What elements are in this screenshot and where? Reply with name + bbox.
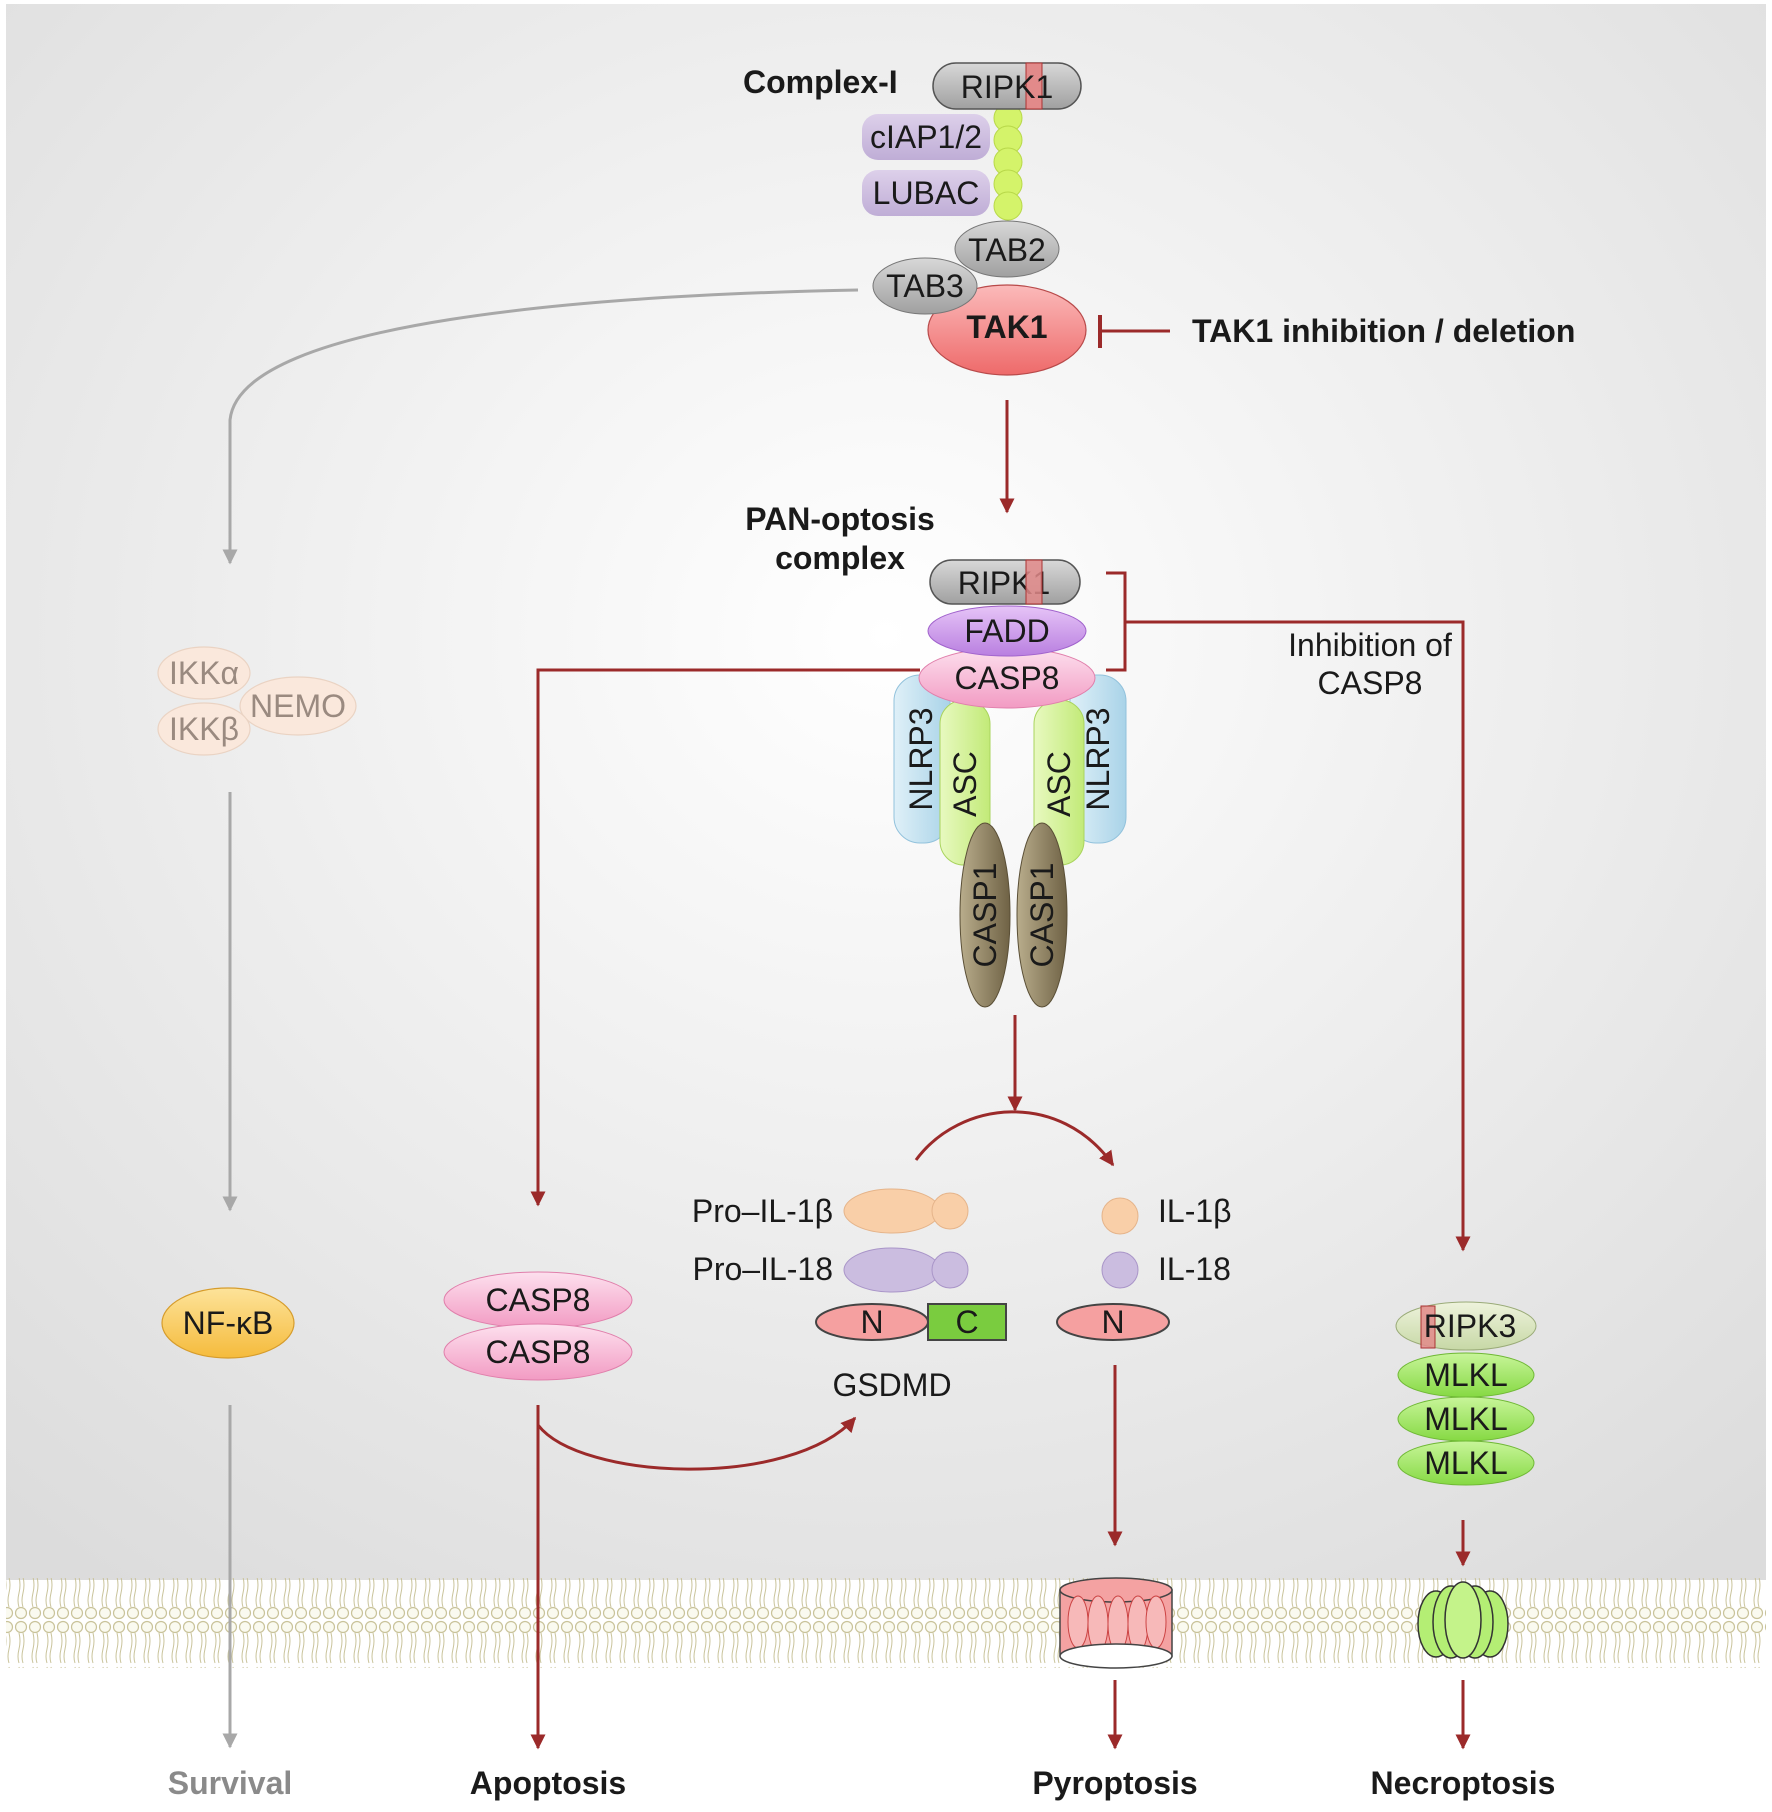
arrow-casp8-inhibition-to-necroptosis xyxy=(1125,620,1471,1252)
gsdmd-pore xyxy=(1059,1577,1173,1669)
outcome-apoptosis: Apoptosis xyxy=(470,1765,626,1801)
tak1-inhibition-label: TAK1 inhibition / deletion xyxy=(1192,313,1575,349)
il18: IL-18 xyxy=(1101,1251,1231,1289)
svg-text:IL-18: IL-18 xyxy=(1158,1251,1231,1287)
svg-text:TAK1: TAK1 xyxy=(966,309,1047,345)
ikk-beta: IKKβ xyxy=(157,702,251,756)
svg-text:ASC: ASC xyxy=(947,751,983,817)
asc-right: ASC xyxy=(1033,699,1085,866)
panoptosis-title-line1: PAN-optosis xyxy=(745,501,935,537)
mlkl-2: MLKL xyxy=(1397,1396,1535,1442)
svg-text:FADD: FADD xyxy=(964,613,1049,649)
svg-text:NLRP3: NLRP3 xyxy=(903,707,939,810)
svg-text:ASC: ASC xyxy=(1041,751,1077,817)
casp8-dimer-bottom: CASP8 xyxy=(443,1323,633,1381)
svg-text:CASP1: CASP1 xyxy=(1024,863,1060,968)
casp8-inhibition-line2: CASP8 xyxy=(1318,665,1423,701)
gsdmd-label: GSDMD xyxy=(832,1367,951,1403)
casp8-dimer-top: CASP8 xyxy=(443,1271,633,1329)
mlkl-3: MLKL xyxy=(1397,1440,1535,1486)
ripk1-panoptosome: RIPK1 xyxy=(929,559,1081,605)
outcome-survival: Survival xyxy=(168,1765,293,1801)
svg-text:CASP1: CASP1 xyxy=(967,863,1003,968)
arrow-cleavage-curve xyxy=(914,1110,1115,1167)
outcome-necroptosis: Necroptosis xyxy=(1371,1765,1556,1801)
nlrp3-left: NLRP3 xyxy=(893,674,951,844)
panoptosis-title-line2: complex xyxy=(775,540,905,576)
svg-text:N: N xyxy=(860,1304,883,1340)
tab2: TAB2 xyxy=(954,220,1060,278)
casp8-inhibition-line1: Inhibition of xyxy=(1288,627,1452,663)
svg-text:MLKL: MLKL xyxy=(1424,1401,1508,1437)
complex-i-title: Complex-I xyxy=(743,64,898,100)
il1b: IL-1β xyxy=(1101,1193,1232,1235)
fadd: FADD xyxy=(927,605,1087,657)
svg-text:CASP8: CASP8 xyxy=(486,1282,591,1318)
pro-il1b xyxy=(843,1188,969,1234)
arrow-casp8-to-apoptosis xyxy=(530,668,920,1207)
svg-text:CASP8: CASP8 xyxy=(955,660,1060,696)
svg-text:MLKL: MLKL xyxy=(1424,1357,1508,1393)
ripk3: RIPK3 xyxy=(1395,1301,1537,1351)
svg-text:RIPK1: RIPK1 xyxy=(961,69,1053,105)
pro-il1b-label: Pro–IL-1β xyxy=(692,1193,833,1229)
ripk1-complex-i: RIPK1 xyxy=(932,62,1082,110)
extracellular-background xyxy=(0,1662,1772,1807)
svg-text:N: N xyxy=(1101,1304,1124,1340)
svg-text:MLKL: MLKL xyxy=(1424,1445,1508,1481)
pro-il18-label: Pro–IL-18 xyxy=(692,1251,833,1287)
lubac: LUBAC xyxy=(862,170,990,216)
svg-text:NEMO: NEMO xyxy=(250,688,346,724)
gsdmd-n-terminal: N xyxy=(1056,1303,1170,1341)
svg-text:IL-1β: IL-1β xyxy=(1158,1193,1232,1229)
arrow-tak1-to-ikk xyxy=(222,288,859,565)
ubiquitin-chain xyxy=(993,103,1023,221)
mlkl-1: MLKL xyxy=(1397,1352,1535,1398)
tab3: TAB3 xyxy=(872,257,978,315)
casp8-panoptosome: CASP8 xyxy=(918,647,1096,709)
svg-text:CASP8: CASP8 xyxy=(486,1334,591,1370)
pro-il18 xyxy=(843,1247,969,1293)
nemo: NEMO xyxy=(239,676,357,736)
ikk-alpha: IKKα xyxy=(157,646,251,700)
mlkl-pore xyxy=(1417,1581,1509,1659)
casp1-left: CASP1 xyxy=(959,822,1011,1008)
outcome-pyroptosis: Pyroptosis xyxy=(1032,1765,1197,1801)
svg-text:NLRP3: NLRP3 xyxy=(1080,707,1116,810)
svg-text:C: C xyxy=(955,1304,978,1340)
svg-text:IKKβ: IKKβ xyxy=(169,711,239,747)
ciap-1-2: cIAP1/2 xyxy=(862,114,990,160)
svg-text:IKKα: IKKα xyxy=(169,655,239,691)
svg-text:LUBAC: LUBAC xyxy=(873,175,980,211)
nf-kb: NF-κB xyxy=(161,1287,295,1359)
arrow-casp8-to-gsdmd xyxy=(536,1416,857,1471)
gsdmd-full-length: N C xyxy=(815,1303,1007,1341)
casp1-right: CASP1 xyxy=(1016,822,1068,1008)
svg-text:cIAP1/2: cIAP1/2 xyxy=(870,119,982,155)
svg-text:RIPK3: RIPK3 xyxy=(1424,1308,1516,1344)
tak1: TAK1 xyxy=(927,284,1087,376)
svg-text:TAB2: TAB2 xyxy=(968,232,1046,268)
svg-text:TAB3: TAB3 xyxy=(886,268,964,304)
svg-text:NF-κB: NF-κB xyxy=(183,1305,274,1341)
